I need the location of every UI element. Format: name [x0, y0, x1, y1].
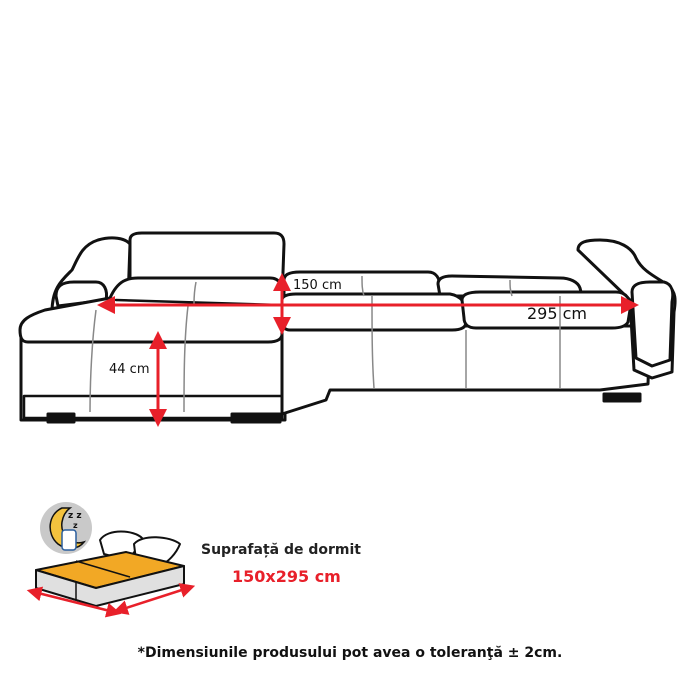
seat-height-label: 44 cm — [109, 362, 150, 377]
foot-2 — [230, 412, 282, 424]
right-armrest-cushion — [630, 280, 675, 368]
foot-1 — [46, 412, 76, 424]
bed-arrows — [26, 583, 196, 618]
sleep-icon: z z z — [40, 502, 92, 554]
dimension-arrows — [97, 273, 639, 427]
main-seat-cushion-1 — [280, 292, 468, 332]
foot-3 — [602, 392, 642, 403]
moon-icon — [49, 507, 87, 549]
depth-label: 150 cm — [293, 278, 342, 293]
sleeping-surface-title: Suprafață de dormit — [201, 542, 361, 558]
sleeping-surface-value: 150x295 cm — [232, 567, 341, 586]
sofa-outline — [18, 231, 677, 424]
length-label: 295 cm — [527, 304, 588, 323]
zzz-icon: z z — [68, 511, 82, 521]
svg-text:z: z — [73, 521, 78, 530]
tolerance-footnote: *Dimensiunile produsului pot avea o tole… — [137, 645, 563, 661]
